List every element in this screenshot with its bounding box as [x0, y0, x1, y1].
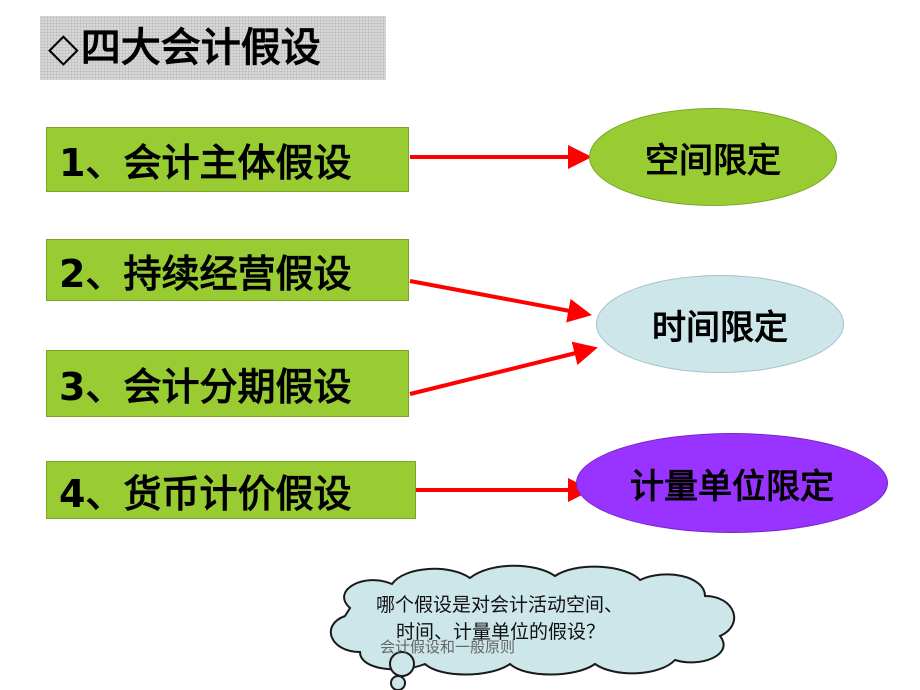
limit-unit: 计量单位限定 — [576, 433, 888, 533]
assumption-label: 4、货币计价假设 — [59, 471, 352, 516]
title-box: ◇ 四大会计假设 — [40, 16, 386, 80]
assumption-3: 3、会计分期假设 — [46, 350, 409, 417]
limit-label: 时间限定 — [652, 307, 788, 348]
assumption-label: 1、会计主体假设 — [59, 141, 352, 185]
assumption-label: 3、会计分期假设 — [59, 365, 352, 409]
arrow-2-time — [409, 279, 592, 323]
limit-label: 计量单位限定 — [630, 466, 834, 507]
limit-space: 空间限定 — [589, 108, 837, 206]
diamond-icon: ◇ — [48, 25, 79, 71]
thought-bubble-large — [389, 651, 415, 677]
footer-text: 会计假设和一般原则 — [380, 638, 516, 656]
assumption-2: 2、持续经营假设 — [46, 239, 409, 301]
assumption-1: 1、会计主体假设 — [46, 127, 409, 192]
page-title: 四大会计假设 — [80, 25, 321, 71]
thought-bubble-small — [390, 675, 406, 690]
arrow-3-time — [409, 341, 598, 396]
assumption-4: 4、货币计价假设 — [46, 461, 416, 519]
cloud-question-line-1: 哪个假设是对会计活动空间、 — [376, 594, 624, 616]
cloud-question-line-2: 时间、计量单位的假设？ — [396, 621, 606, 643]
limit-label: 空间限定 — [645, 140, 781, 181]
assumption-label: 2、持续经营假设 — [59, 251, 352, 296]
limit-time: 时间限定 — [596, 275, 844, 373]
thought-cloud — [329, 564, 736, 676]
